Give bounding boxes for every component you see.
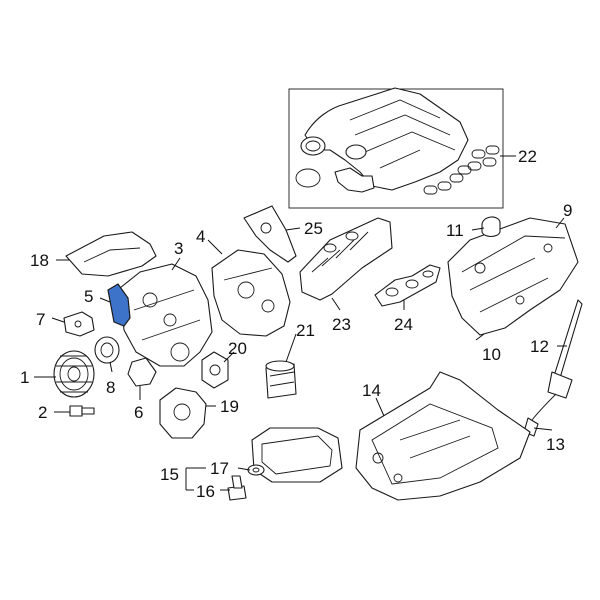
washer-17 — [247, 464, 265, 476]
callout-8: 8 — [106, 378, 115, 397]
callout-2: 2 — [38, 403, 47, 422]
callout-11: 11 — [446, 221, 464, 240]
callout-5: 5 — [84, 287, 93, 306]
callout-19: 19 — [220, 397, 239, 416]
callout-18: 18 — [30, 251, 49, 270]
callout-17: 17 — [210, 459, 229, 478]
gasket-5 — [107, 283, 131, 327]
callout-10: 10 — [482, 345, 501, 364]
front-plate-18 — [65, 231, 157, 277]
bolt-2 — [69, 405, 95, 417]
callout-24: 24 — [394, 315, 413, 334]
filter-adapter-20 — [201, 351, 229, 389]
crank-pulley-1 — [53, 350, 95, 398]
callout-7: 7 — [36, 310, 45, 329]
callout-3: 3 — [174, 239, 183, 258]
lower-oil-pan — [251, 427, 343, 483]
timing-cover-3 — [119, 263, 213, 367]
intake-gaskets — [374, 264, 441, 307]
leader-lines — [34, 155, 567, 491]
callout-15: 15 — [160, 465, 179, 484]
callout-21: 21 — [296, 321, 315, 340]
oil-pump-19 — [159, 387, 207, 439]
callout-13: 13 — [546, 435, 565, 454]
lower-intake-manifold — [299, 217, 393, 301]
callout-14: 14 — [362, 381, 381, 400]
bracket-25 — [243, 205, 297, 263]
intake-manifold-inset — [288, 87, 504, 209]
timing-cover-4 — [211, 249, 291, 337]
callout-22: 22 — [518, 147, 537, 166]
callout-23: 23 — [332, 315, 351, 334]
callout-20: 20 — [228, 339, 247, 358]
callout-25: 25 — [304, 219, 323, 238]
upper-oil-pan — [355, 371, 531, 501]
drain-plug-16 — [227, 475, 247, 501]
valve-cover — [447, 216, 579, 336]
seal-8 — [94, 336, 120, 364]
callout-16: 16 — [196, 482, 215, 501]
callout-1: 1 — [20, 368, 29, 387]
callout-labels: 1 2 3 4 5 6 7 8 9 10 11 12 13 14 15 16 1… — [20, 147, 572, 501]
bracket-7 — [63, 311, 95, 337]
dipstick — [523, 299, 583, 437]
gasket-6 — [127, 357, 157, 387]
callout-12: 12 — [530, 337, 549, 356]
callout-4: 4 — [196, 227, 205, 246]
callout-9: 9 — [563, 201, 572, 220]
oil-filter-21 — [265, 360, 297, 399]
callout-6: 6 — [134, 403, 143, 422]
